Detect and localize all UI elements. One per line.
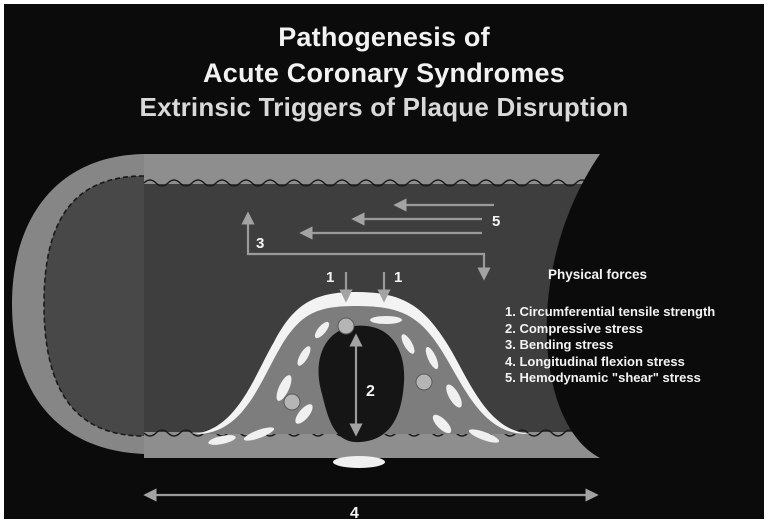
physical-forces-heading: Physical forces <box>548 267 647 282</box>
slide: Pathogenesis of Acute Coronary Syndromes… <box>4 4 764 519</box>
label-arrow-4: 4 <box>350 505 359 519</box>
label-arrow-2: 2 <box>366 383 375 400</box>
diagram-shape <box>333 456 385 468</box>
force-item: 2. Compressive stress <box>505 321 715 338</box>
label-arrow-3: 3 <box>256 235 264 252</box>
vessel-wall-top <box>144 154 600 184</box>
diagram-shape <box>284 394 300 410</box>
force-item: 5. Hemodynamic "shear" stress <box>505 370 715 387</box>
diagram-shape <box>416 374 432 390</box>
label-arrow-1-left: 1 <box>326 269 334 286</box>
force-item: 4. Longitudinal flexion stress <box>505 354 715 371</box>
diagram-shape <box>338 318 354 334</box>
artery-diagram: 1 1 2 3 4 5 <box>4 4 764 519</box>
label-arrow-5: 5 <box>492 213 500 230</box>
force-item: 1. Circumferential tensile strength <box>505 304 715 321</box>
label-arrow-1-right: 1 <box>394 269 402 286</box>
force-item: 3. Bending stress <box>505 337 715 354</box>
diagram-shape <box>370 316 402 324</box>
physical-forces-list: 1. Circumferential tensile strength 2. C… <box>505 304 715 387</box>
